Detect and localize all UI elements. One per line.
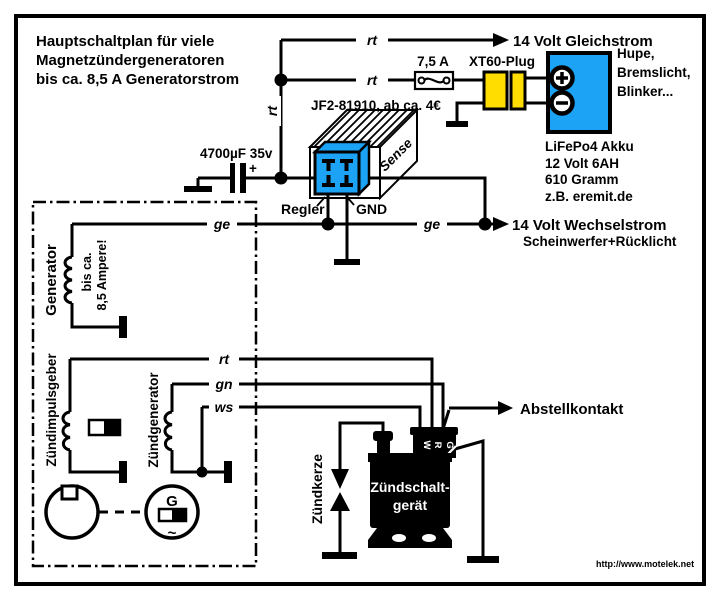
ground-symbol-spark [322,552,357,559]
cdi-mount-hole [422,534,436,542]
junction-dot [274,73,288,87]
generator-coil [63,255,73,305]
diagram-title-line1: Hauptschaltplan für viele [36,33,214,50]
cam-lobe [60,484,79,501]
impulse-coil-label: Zündimpulsgeber [44,353,59,467]
xt60-label: XT60-Plug [469,54,535,69]
fuse-label: 7,5 A [417,54,449,69]
outer-border [14,14,706,586]
generator-note2: 8,5 Ampere! [95,239,109,310]
wire-ws [202,405,422,433]
regulator-plug-pins [322,159,353,187]
wire-generator-bottom [70,303,120,329]
battery-label1: LiFePo4 Akku [545,139,634,154]
arrow-kill-switch [498,401,513,415]
wire-xt60-ground [455,101,484,121]
wire-label-gn: gn [214,376,232,392]
capacitor-plus: + [249,161,257,176]
junction-dot [196,466,208,478]
wire-label-ws: ws [215,399,234,415]
cdi-pin-w-label: W [421,441,432,450]
xt60-body-right [509,70,527,111]
ac-output-label: 14 Volt Wechselstrom [512,217,667,234]
generator-circle-label: G [166,493,178,510]
footer-url[interactable]: http://www.motelek.net [596,559,694,569]
regulator-model-label: JF2-81910, ab ca. 4€ [311,98,441,113]
ac-tilde: ~ [168,525,177,542]
magnet-symbol-pole [104,420,120,435]
xt60-body-left [482,70,509,111]
spark-gap-bottom [330,492,350,511]
generator-note1: bis ca. [80,253,94,292]
battery-shop-link[interactable]: z.B. eremit.de [545,189,633,204]
plus-icon [556,72,568,84]
cdi-label-line1: Zündschalt- [370,479,450,495]
wire-zgen-bottom [170,450,226,474]
regulator-plug-front [313,150,361,196]
cdi-pin-g-label: G [444,441,455,448]
wire-label-ge: ge [423,216,441,232]
magnet-symbol-pole [172,509,186,521]
wire-labels: rt rt rt ge ge rt gn ws [207,32,447,415]
dc-sub2: Bremslicht, [617,65,691,80]
wire-kill-switch [441,406,498,430]
fuse-contact [442,76,451,85]
wire-label-rt: rt [264,105,280,116]
battery-label2: 12 Volt 6AH [545,156,619,171]
capacitor-label: 4700µF 35v [200,146,273,161]
cdi-body [370,458,450,528]
impulse-coil [61,410,71,452]
cdi-pin-r-label: R [432,442,443,449]
dc-sub3: Blinker... [617,84,673,99]
dc-output-label: 14 Volt Gleichstrom [513,33,653,50]
heatsink-fins [313,109,415,148]
ground-symbol-cdi [467,556,499,563]
ac-sub-label: Scheinwerfer+Rücklicht [523,234,677,249]
ignition-generator-label: Zündgenerator [146,372,161,468]
spark-gap-top [331,469,349,489]
battery-label3: 610 Gramm [545,172,619,187]
ground-symbol-capacitor [184,186,212,192]
spark-plug-label: Zündkerze [309,454,325,524]
kill-switch-label: Abstellkontakt [520,401,623,418]
ignition-generator-coil [163,410,173,452]
fuse-contact [417,76,426,85]
ground-symbol-impulse [119,461,127,483]
wire-cdi-ground [454,439,485,556]
wire-spark-top [338,421,385,470]
cdi-body-lip [368,453,452,462]
ground-symbol-zgen [224,461,232,483]
wire-rt-ignition [70,357,434,433]
diagram-title-line2: Magnetzündergeneratoren [36,52,224,69]
ground-symbol-xt60 [446,121,468,127]
wire-label-rt: rt [219,351,230,367]
capacitor-plate-left [230,163,235,193]
wire-label-rt: rt [367,32,378,48]
cdi-flange [368,528,452,548]
wire-label-ge: ge [213,216,231,232]
ground-symbol-regulator [334,259,360,265]
wire-gn [172,382,445,433]
diagram-title-line3: bis ca. 8,5 A Generatorstrom [36,71,239,88]
cdi-label-line2: gerät [393,497,428,513]
ground-symbol-generator [119,316,127,338]
wire-impulse-bottom [68,450,120,474]
generator-label: Generator [43,244,60,316]
pin-label-ticks [316,196,355,207]
arrow-dc-out [493,33,509,47]
fuse-element [423,77,445,84]
cdi-box: W R G Zündschalt- gerät [368,427,458,548]
gnd-pin-label: GND [356,201,387,217]
arrow-ac-out [493,217,509,231]
cdi-mount-hole [392,534,406,542]
dc-sub1: Hupe, [617,46,655,61]
wire-regulator-sense [368,176,487,224]
regulator: Sense [307,107,420,201]
wire-label-rt: rt [367,72,378,88]
capacitor-plate-right [240,163,246,193]
regler-pin-label: Regler [281,201,325,217]
